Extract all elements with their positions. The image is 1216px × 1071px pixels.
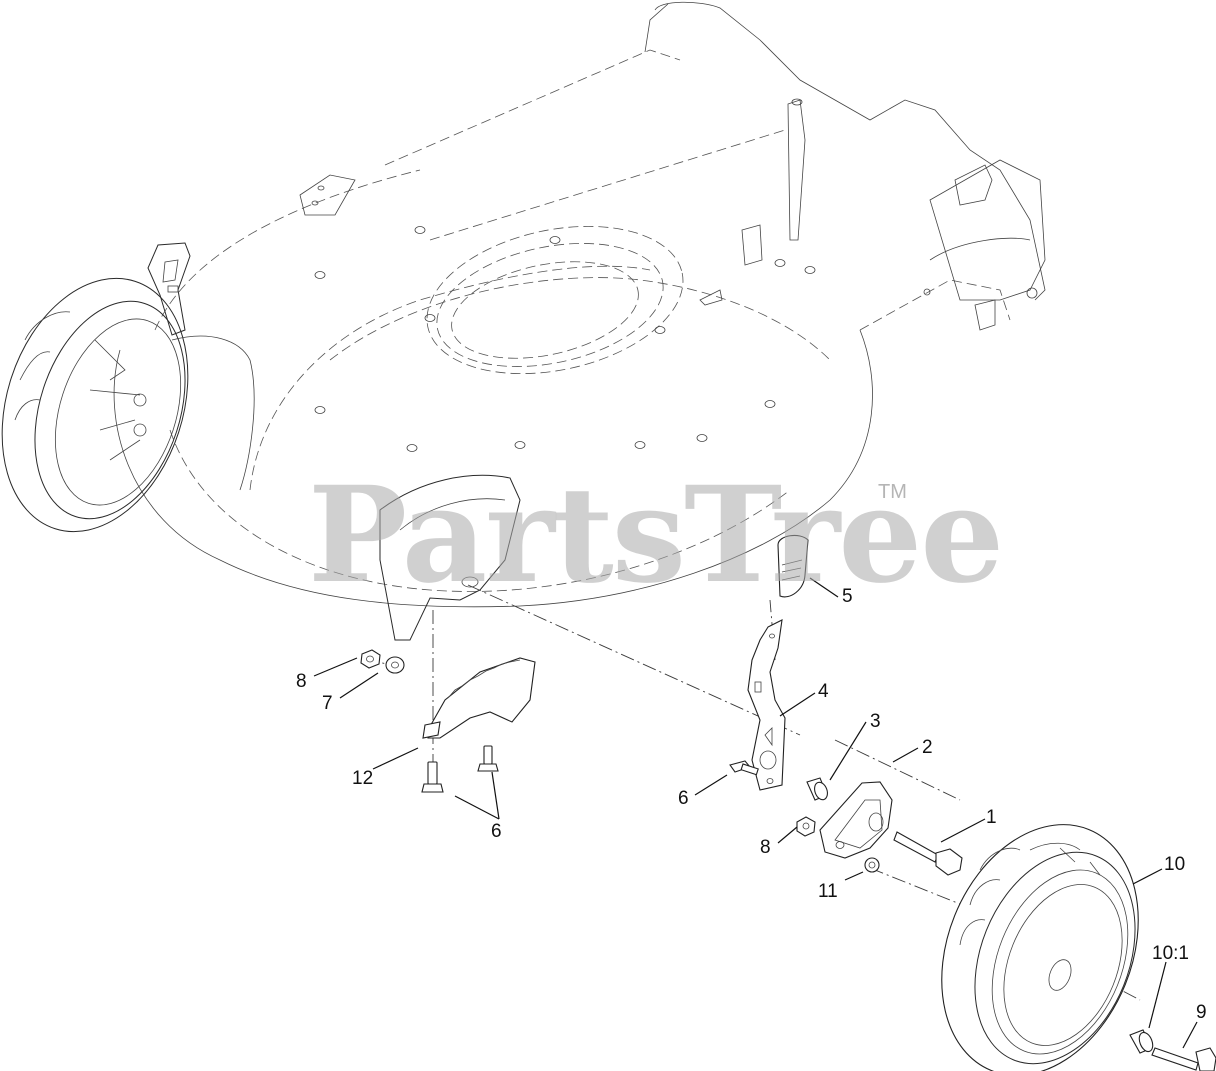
part-9-axle-bolt [1151,1047,1216,1071]
part-11-washer [864,857,880,873]
callout-8[interactable]: 8 [760,837,771,858]
callout-1[interactable]: 1 [986,807,997,828]
part-8-nut-right [796,816,816,837]
callout-5[interactable]: 5 [842,586,853,607]
part-12-height-plate [422,657,536,739]
callout-11[interactable]: 11 [818,881,838,902]
callout-2[interactable]: 2 [922,737,933,758]
part-4-height-lever [747,619,786,791]
callout-7[interactable]: 7 [322,693,333,714]
left-height-lever [147,242,255,491]
front-pivot-housing [379,474,521,641]
callout-4[interactable]: 4 [818,681,829,702]
callout-10[interactable]: 10 [1164,854,1186,875]
left-rear-wheel [1,277,189,533]
callout-10-1[interactable]: 10:1 [1152,943,1189,964]
part-1-shoulder-bolt [893,831,963,876]
part-10-front-wheel [941,824,1139,1071]
part-2-pivot-bracket [819,781,893,859]
callout-6[interactable]: 6 [678,788,689,809]
rear-height-adjuster [923,159,1046,331]
callout-12[interactable]: 12 [352,768,374,789]
callout-6[interactable]: 6 [491,821,502,842]
part-10-1-bushing [1129,1029,1154,1054]
mower-deck-outline [113,1,1046,608]
part-5-handle-grip [777,534,809,598]
callout-8[interactable]: 8 [296,671,307,692]
callout-leaders [313,577,1198,1049]
callout-3[interactable]: 3 [870,711,881,732]
callout-9[interactable]: 9 [1196,1002,1207,1023]
part-6-screw-right [729,760,759,776]
part-3-spacer [806,777,828,801]
part-6-screws-left [421,745,499,793]
part-8-nut-left [360,649,381,669]
deck-bolt-bosses [314,226,816,452]
part-7-washer [385,656,405,674]
